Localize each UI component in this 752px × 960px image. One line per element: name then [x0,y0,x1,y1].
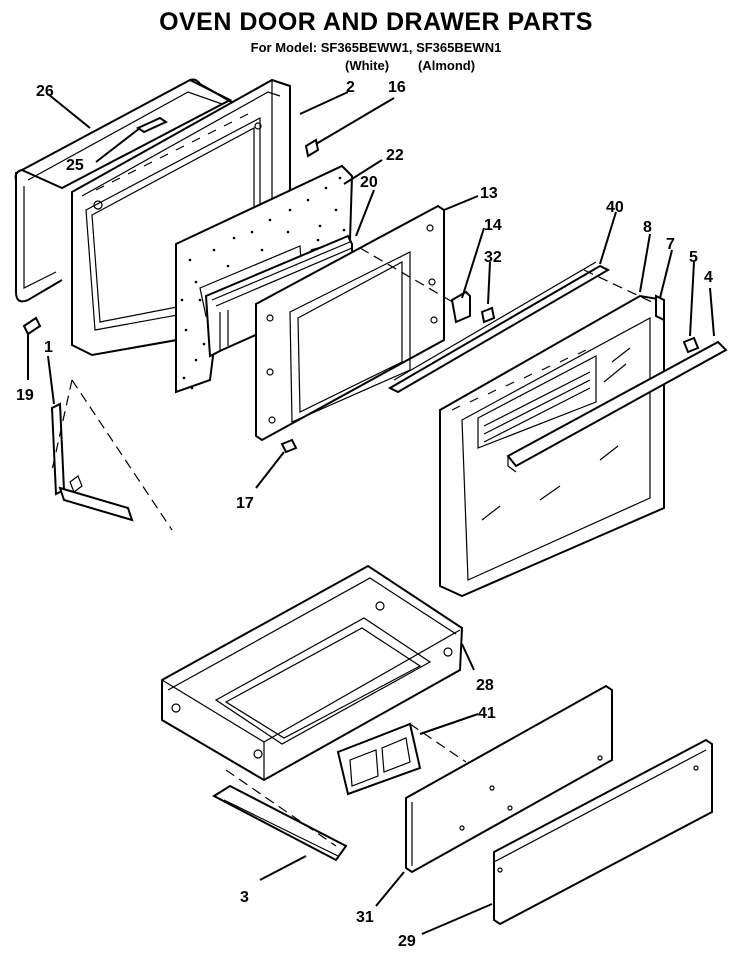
callout-16: 16 [388,79,406,96]
part-40-support-rail [387,261,611,394]
part-4-handle [506,340,728,473]
part-7-trim [655,294,665,322]
callout-29: 29 [398,933,416,950]
part-17-clip [280,438,298,454]
callout-13: 13 [480,185,498,202]
part-1-hinge [50,402,134,522]
part-5-screw [682,336,700,354]
alignment-lines [51,247,657,847]
part-29-drawer-front [493,738,713,926]
leader-lines [27,91,715,935]
variant-white: (White) [345,58,390,73]
callout-14: 14 [484,217,502,234]
diagram-title: OVEN DOOR AND DRAWER PARTS [159,8,593,36]
callout-22: 22 [386,147,404,164]
callout-5: 5 [689,249,698,266]
part-28-drawer [161,564,464,782]
callout-labels: 26 2 16 25 22 20 13 14 32 40 8 7 5 4 1 1… [16,79,713,950]
callout-31: 31 [356,909,374,926]
callout-26: 26 [36,83,54,100]
callout-1: 1 [44,339,53,356]
part-26-door-gasket [14,78,236,303]
part-25-clip [135,116,169,134]
part-14-hinge-receiver [450,290,471,324]
callout-41: 41 [478,705,496,722]
model-line: For Model: SF365BEWW1, SF365BEWN1 [250,40,502,55]
callout-19: 19 [16,387,34,404]
callout-3: 3 [240,889,249,906]
callout-2: 2 [346,79,355,96]
callout-25: 25 [66,157,84,174]
part-32-screw [480,306,496,324]
callout-20: 20 [360,174,378,191]
callout-32: 32 [484,249,502,266]
callout-8: 8 [643,219,652,236]
callout-4: 4 [704,269,713,286]
part-3-drawer-slide [211,784,348,862]
callout-17: 17 [236,495,254,512]
part-41-vent [336,722,422,796]
callout-7: 7 [666,236,675,253]
part-19-screw [22,316,42,336]
part-16-screw [304,138,320,158]
part-31-drawer-inner [405,684,613,874]
callout-40: 40 [606,199,624,216]
callout-28: 28 [476,677,494,694]
variant-almond: (Almond) [418,58,476,73]
